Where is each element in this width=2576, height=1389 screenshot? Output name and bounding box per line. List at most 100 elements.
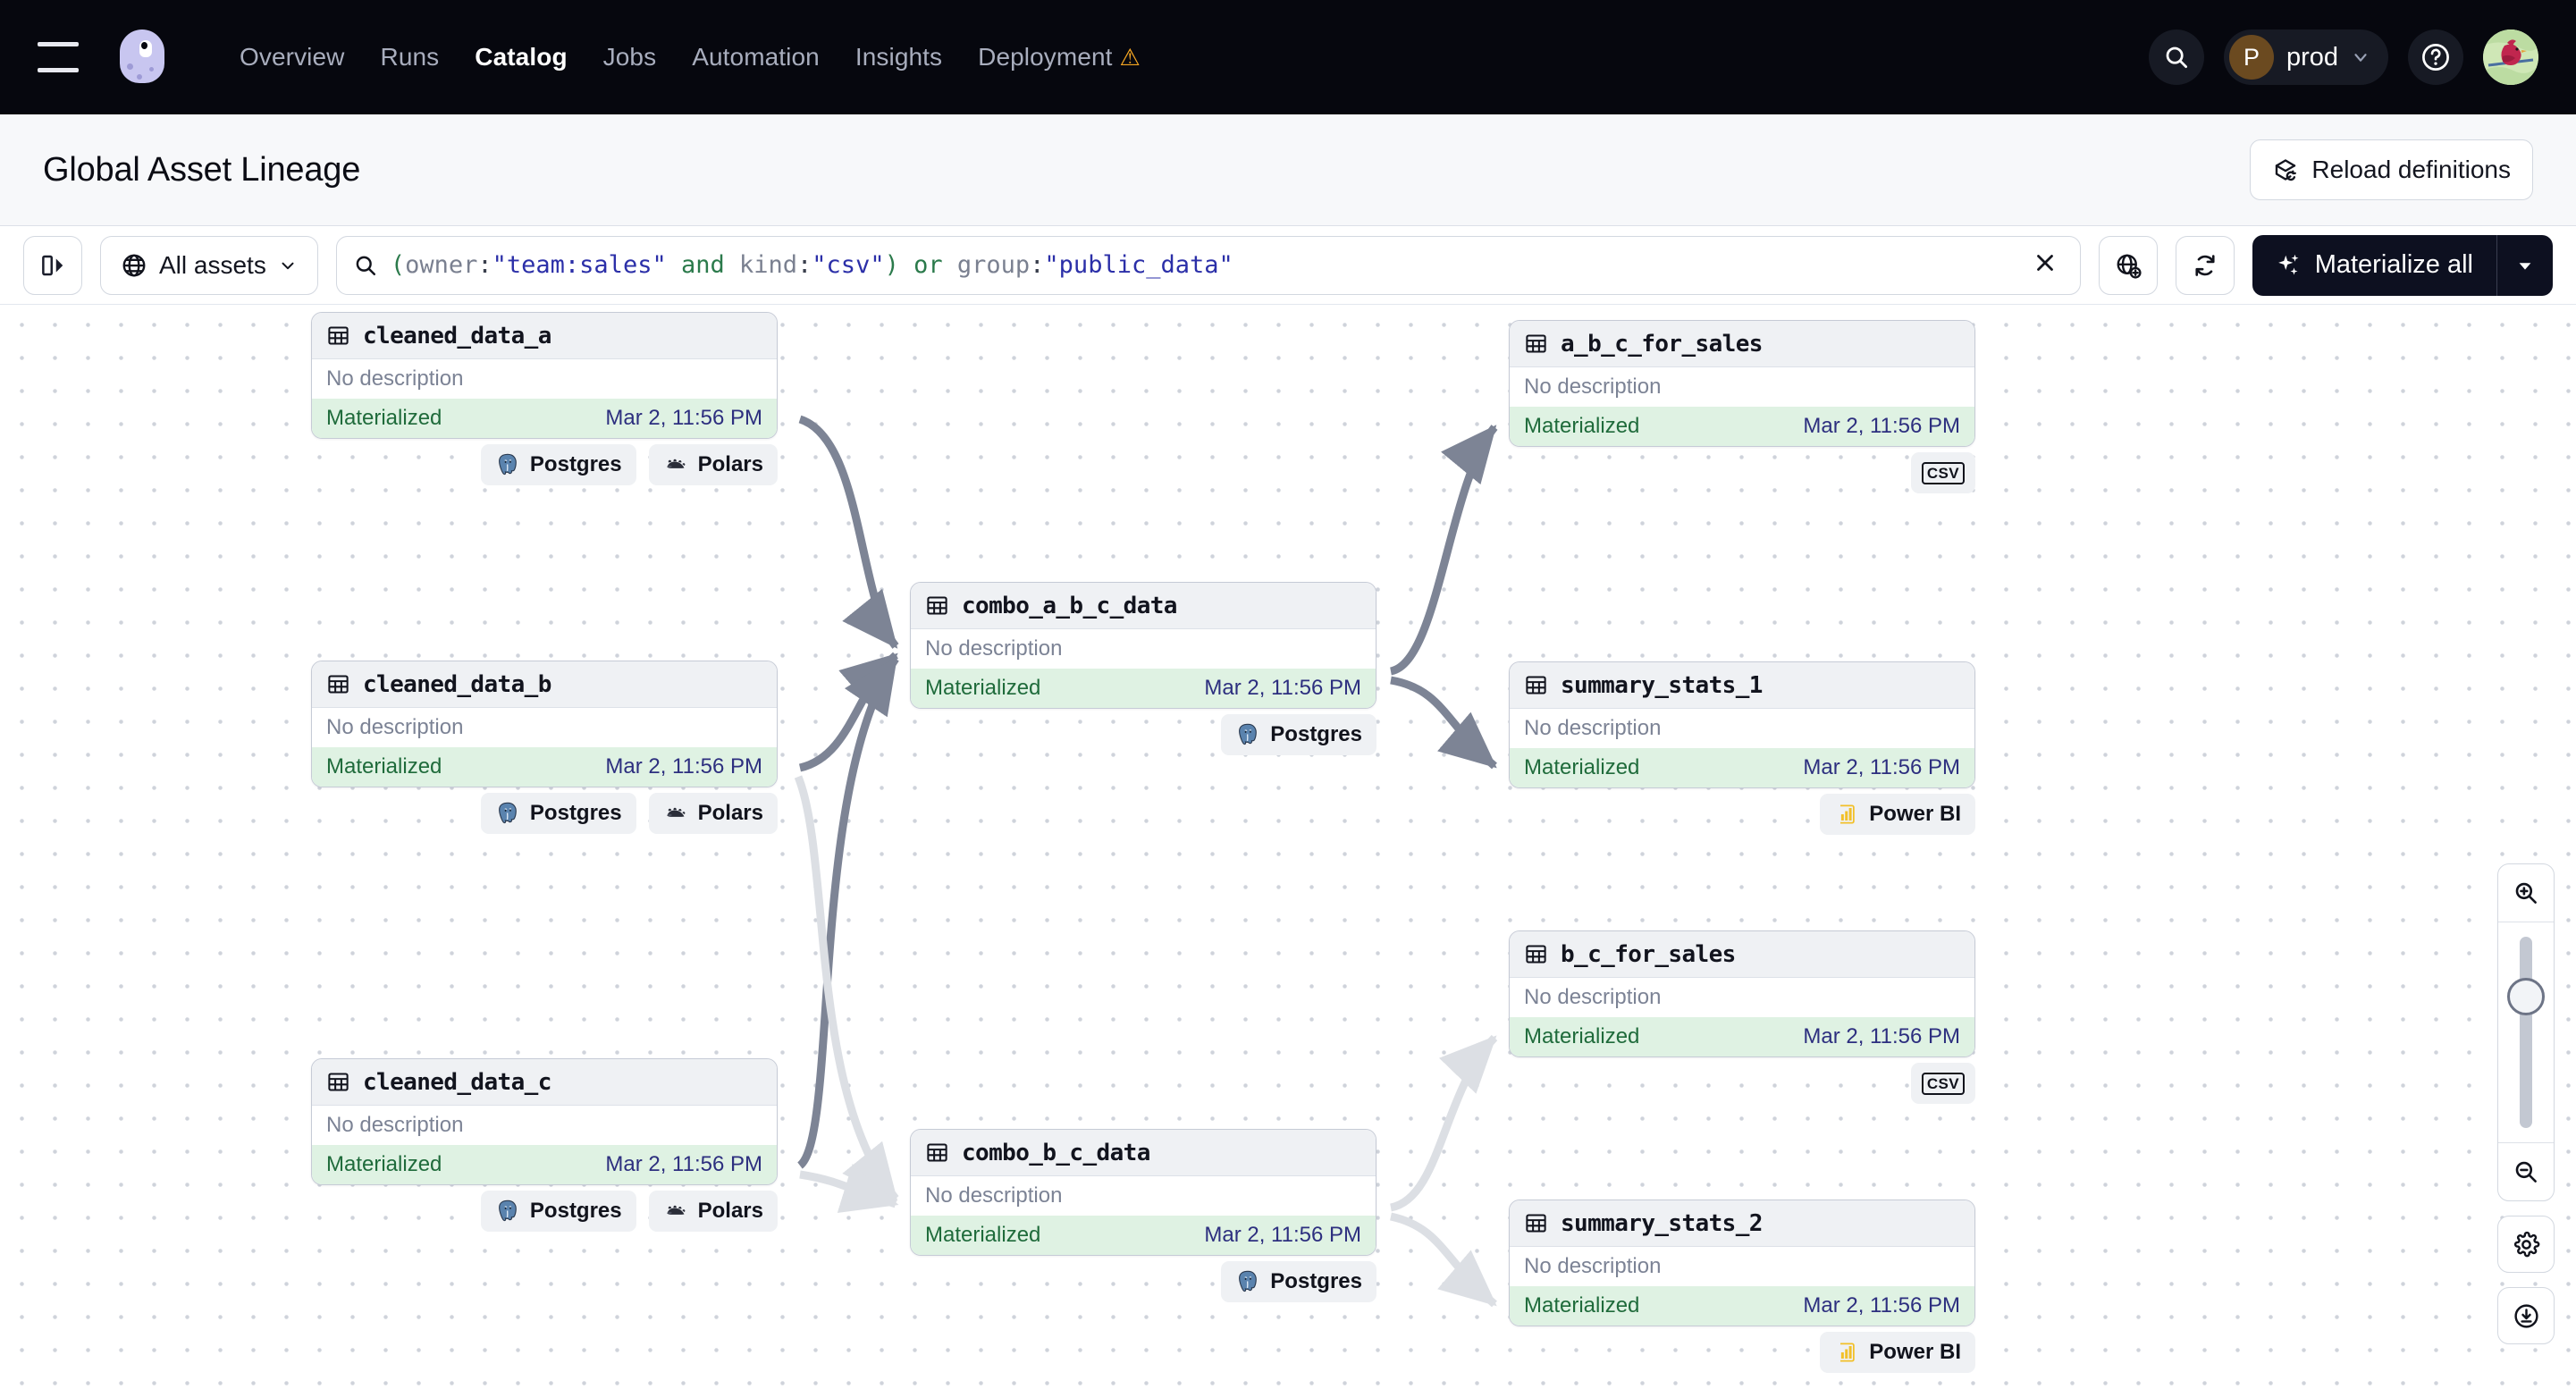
- nav-label: Deployment: [978, 43, 1113, 71]
- reload-definitions-button[interactable]: Reload definitions: [2250, 139, 2533, 200]
- nav-item-catalog[interactable]: Catalog: [457, 34, 585, 80]
- nav-item-deployment[interactable]: Deployment⚠: [960, 34, 1158, 80]
- kind-tag-postgres[interactable]: Postgres: [1221, 1261, 1376, 1302]
- kind-tag-postgres[interactable]: Postgres: [480, 793, 636, 834]
- asset-node-name: b_c_for_sales: [1561, 940, 1736, 968]
- asset-node-header[interactable]: b_c_for_sales: [1510, 931, 1974, 978]
- postgres-elephant-icon: [498, 1200, 517, 1222]
- deployment-selector[interactable]: P prod: [2223, 29, 2388, 85]
- zoom-slider-handle[interactable]: [2507, 978, 2545, 1015]
- kind-tag-polars[interactable]: Polars: [648, 1191, 778, 1232]
- asset-node-header[interactable]: summary_stats_2: [1510, 1200, 1974, 1247]
- zoom-in-icon[interactable]: [2498, 864, 2554, 922]
- asset-node-description: No description: [1510, 367, 1974, 407]
- query-token: (: [390, 251, 406, 279]
- postgres-elephant-icon: [498, 453, 517, 476]
- deployment-label: prod: [2286, 42, 2338, 72]
- zoom-out-icon[interactable]: [2498, 1143, 2554, 1200]
- csv-file-icon: CSV: [1921, 1072, 1965, 1095]
- kind-tag-power-bi[interactable]: Power BI: [1820, 1332, 1975, 1373]
- zoom-slider[interactable]: [2498, 922, 2554, 1142]
- materialized-timestamp[interactable]: Mar 2, 11:56 PM: [1803, 755, 1960, 779]
- asset-node-status-footer[interactable]: Materialized Mar 2, 11:56 PM: [312, 1145, 777, 1184]
- clear-search-icon[interactable]: [2026, 249, 2064, 281]
- materialized-timestamp[interactable]: Mar 2, 11:56 PM: [605, 754, 762, 779]
- refresh-icon[interactable]: [2175, 235, 2235, 295]
- asset-node-header[interactable]: combo_a_b_c_data: [911, 583, 1376, 629]
- all-assets-selector[interactable]: All assets: [100, 235, 318, 295]
- asset-search-input[interactable]: (owner:"team:sales" and kind:"csv") or g…: [335, 235, 2081, 295]
- materialized-timestamp[interactable]: Mar 2, 11:56 PM: [605, 1152, 762, 1176]
- materialized-timestamp[interactable]: Mar 2, 11:56 PM: [1204, 1223, 1361, 1247]
- asset-kind-tags: Postgres: [910, 714, 1376, 755]
- materialized-timestamp[interactable]: Mar 2, 11:56 PM: [1803, 1293, 1960, 1317]
- asset-node-name: cleaned_data_a: [363, 322, 551, 349]
- asset-node-header[interactable]: combo_b_c_data: [911, 1130, 1376, 1176]
- chevron-down-icon: [2354, 54, 2367, 62]
- kind-tag-csv[interactable]: CSV: [1910, 452, 1975, 493]
- kind-tag-postgres[interactable]: Postgres: [480, 444, 636, 485]
- kind-tag-csv[interactable]: CSV: [1910, 1063, 1975, 1104]
- materialized-timestamp[interactable]: Mar 2, 11:56 PM: [1803, 1024, 1960, 1048]
- user-avatar[interactable]: [2483, 29, 2538, 85]
- kind-tag-power-bi[interactable]: Power BI: [1820, 794, 1975, 835]
- table-icon: [1526, 945, 1546, 964]
- nav-item-overview[interactable]: Overview: [222, 34, 363, 80]
- kind-tag-postgres[interactable]: Postgres: [1221, 714, 1376, 755]
- dagster-logo-icon[interactable]: [113, 28, 172, 87]
- kind-tag-label: Power BI: [1869, 1340, 1961, 1364]
- asset-node-header[interactable]: cleaned_data_c: [312, 1059, 777, 1106]
- materialized-timestamp[interactable]: Mar 2, 11:56 PM: [1204, 676, 1361, 700]
- materialized-status-label: Materialized: [326, 1152, 442, 1176]
- asset-node-header[interactable]: summary_stats_1: [1510, 662, 1974, 709]
- download-circle-icon[interactable]: [2497, 1287, 2555, 1344]
- asset-node-name: summary_stats_1: [1561, 671, 1763, 699]
- globe-plus-icon[interactable]: [2098, 235, 2158, 295]
- kind-tag-postgres[interactable]: Postgres: [480, 1191, 636, 1232]
- kind-tag-polars[interactable]: Polars: [648, 444, 778, 485]
- table-icon: [1526, 334, 1546, 353]
- polars-bear-icon: [667, 459, 686, 468]
- asset-node-name: cleaned_data_b: [363, 670, 551, 698]
- gear-icon[interactable]: [2497, 1216, 2555, 1273]
- materialize-divider: [2496, 234, 2497, 296]
- asset-node-header[interactable]: cleaned_data_a: [312, 313, 777, 359]
- materialized-timestamp[interactable]: Mar 2, 11:56 PM: [1803, 414, 1960, 438]
- nav-item-automation[interactable]: Automation: [674, 34, 838, 80]
- search-query-text: (owner:"team:sales" and kind:"csv") or g…: [391, 251, 2014, 279]
- materialize-all-button[interactable]: Materialize all: [2252, 234, 2553, 296]
- materialized-timestamp[interactable]: Mar 2, 11:56 PM: [605, 406, 762, 430]
- asset-node-description: No description: [911, 1176, 1376, 1216]
- materialized-status-label: Materialized: [326, 754, 442, 779]
- materialize-dropdown-caret[interactable]: [2497, 256, 2553, 275]
- asset-node-status-footer[interactable]: Materialized Mar 2, 11:56 PM: [312, 747, 777, 787]
- asset-node-header[interactable]: cleaned_data_b: [312, 661, 777, 708]
- hamburger-menu-icon[interactable]: [38, 42, 79, 72]
- nav-item-jobs[interactable]: Jobs: [585, 34, 675, 80]
- nav-item-insights[interactable]: Insights: [838, 34, 960, 80]
- help-circle-icon[interactable]: [2408, 29, 2463, 85]
- nav-item-runs[interactable]: Runs: [363, 34, 458, 80]
- asset-node-header[interactable]: a_b_c_for_sales: [1510, 321, 1974, 367]
- kind-tag-polars[interactable]: Polars: [648, 793, 778, 834]
- powerbi-bars-icon: [1840, 804, 1856, 824]
- panel-expand-icon[interactable]: [23, 235, 82, 295]
- search-icon[interactable]: [2148, 29, 2204, 85]
